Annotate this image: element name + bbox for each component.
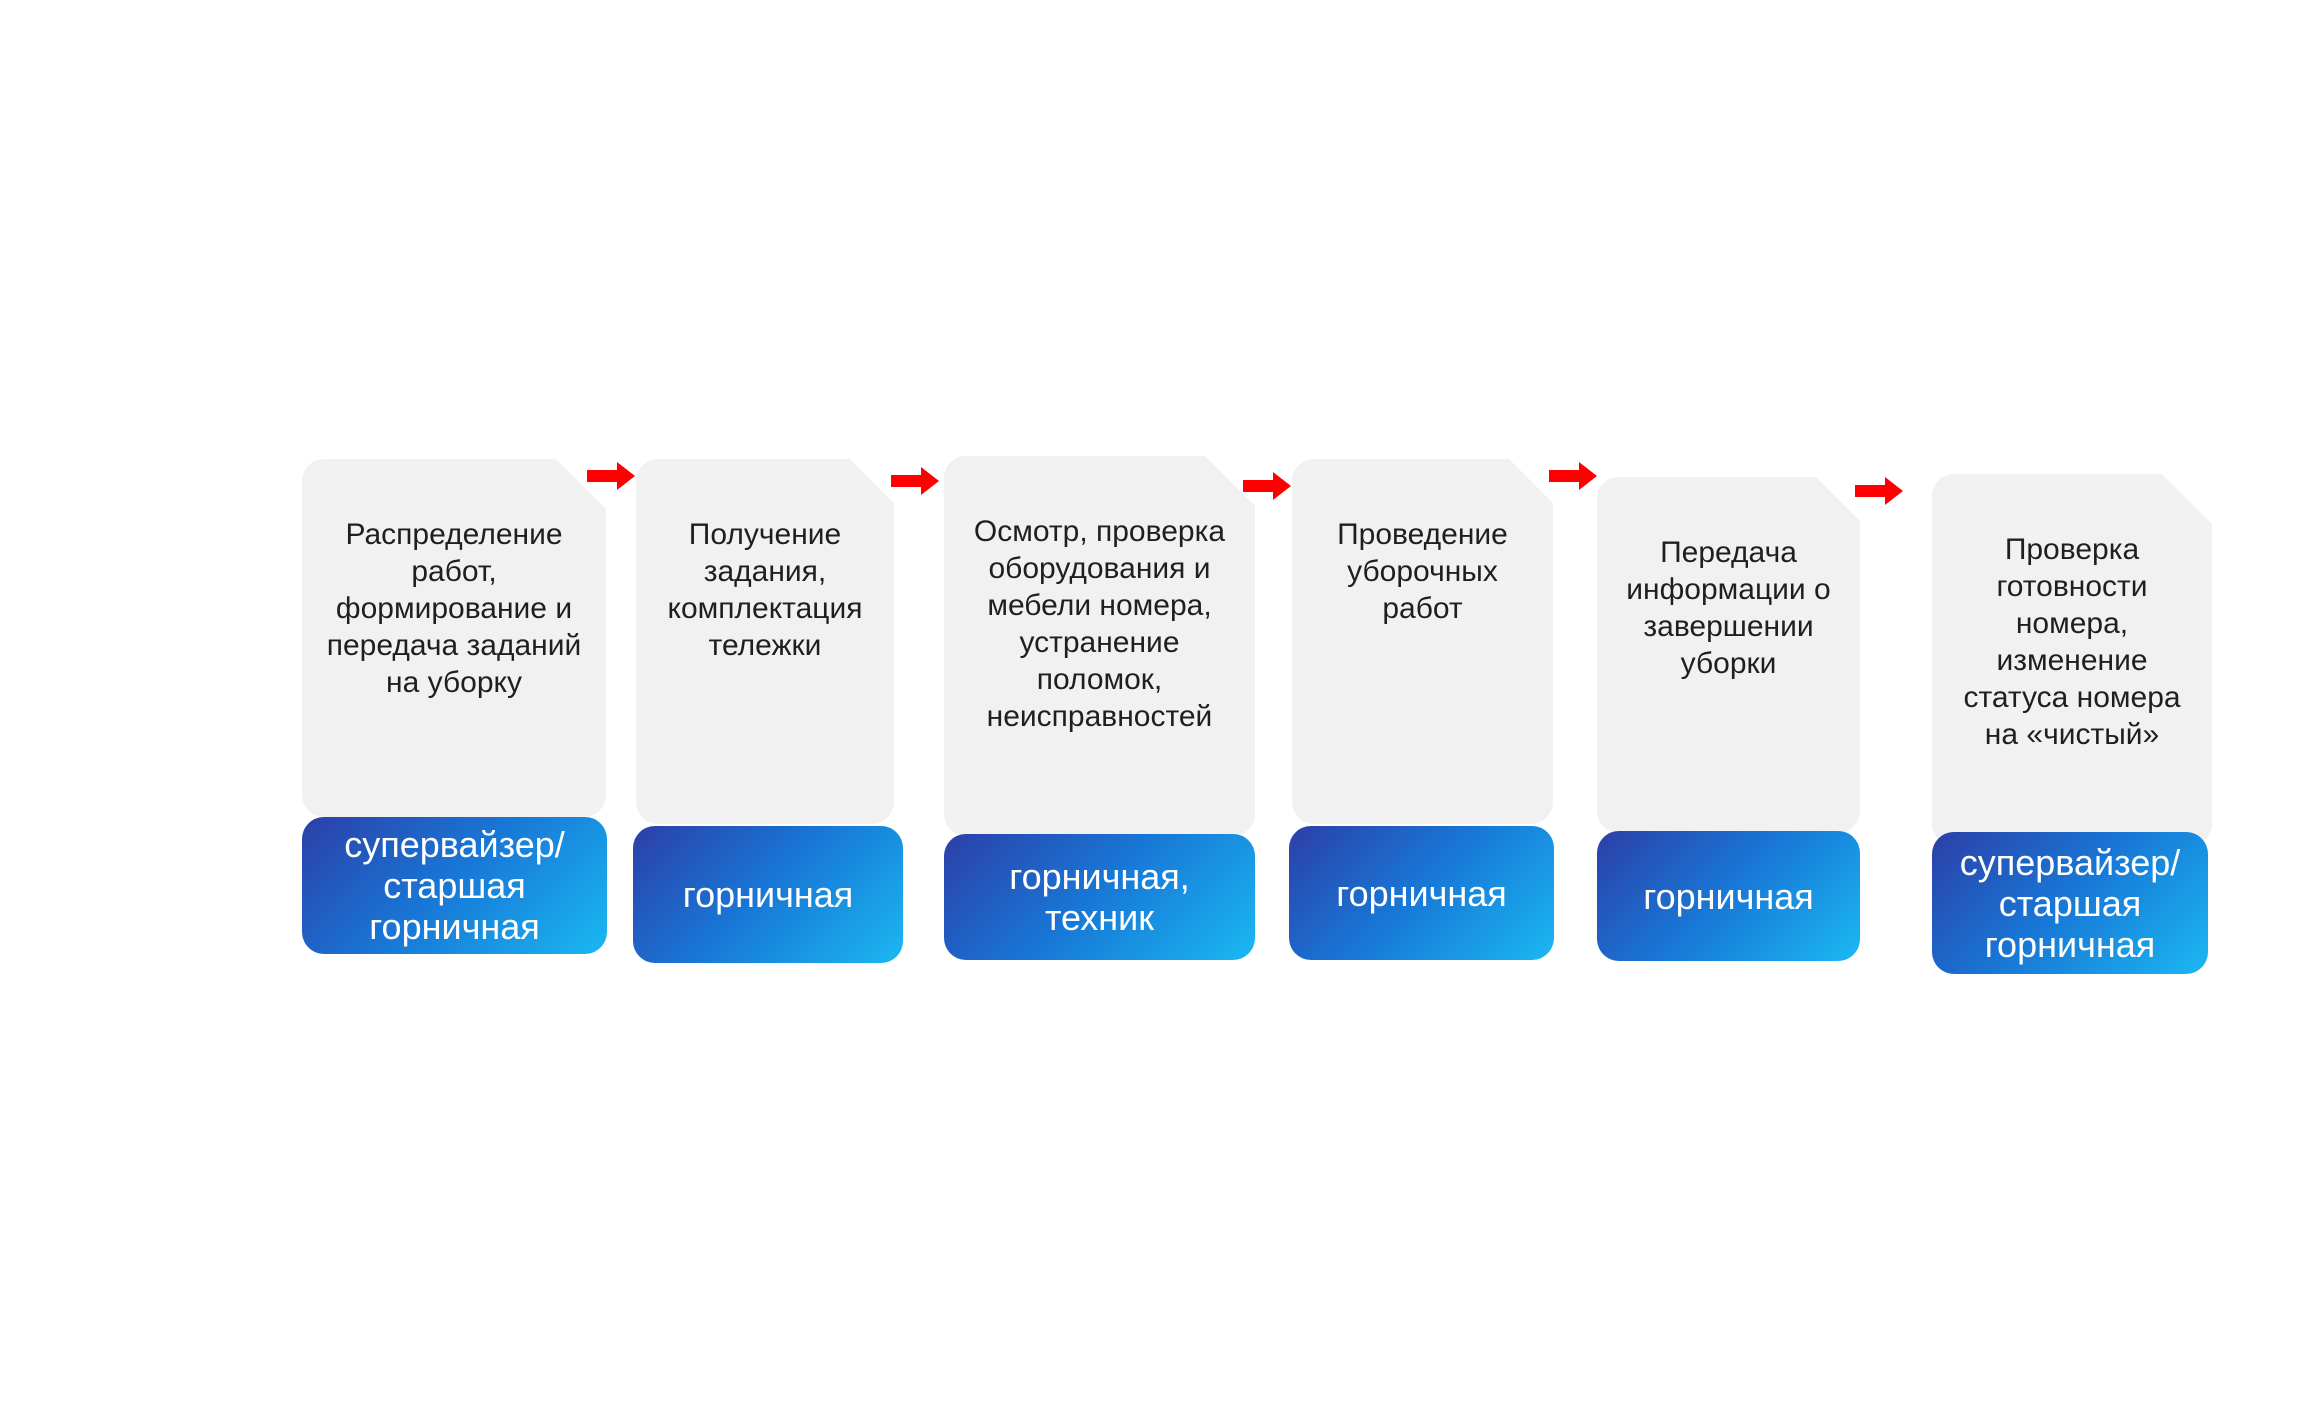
step-card-6: Проверка готовности номера, изменение ст…: [1932, 474, 2212, 846]
folded-corner-icon: [850, 459, 894, 503]
folded-corner-icon: [1816, 477, 1860, 521]
step-text-5: Передача информации о завершении уборки: [1626, 536, 1831, 680]
step-card-2: Получение задания, комплектация тележки: [636, 459, 894, 824]
step-card-3: Осмотр, проверка оборудования и мебели н…: [944, 456, 1255, 836]
right-arrow-icon: [1243, 472, 1291, 500]
role-label-4: горничная: [1336, 872, 1507, 914]
right-arrow-icon: [891, 467, 939, 495]
step-text-2: Получение задания, комплектация тележки: [667, 518, 863, 662]
right-arrow-icon: [1549, 462, 1597, 490]
folded-corner-icon: [1205, 456, 1255, 506]
right-arrow-icon: [587, 462, 635, 490]
right-arrow-icon: [1855, 477, 1903, 505]
step-text-4: Проведение уборочных работ: [1337, 518, 1508, 625]
role-badge-4: горничная: [1289, 826, 1554, 960]
role-label-5: горничная: [1643, 875, 1814, 917]
role-label-6: супервайзер/ старшая горничная: [1959, 841, 2181, 965]
folded-corner-icon: [2162, 474, 2212, 524]
step-card-5: Передача информации о завершении уборки: [1597, 477, 1860, 833]
role-label-2: горничная: [682, 874, 854, 915]
step-card-1: Распределение работ, формирование и пере…: [302, 459, 606, 817]
step-card-4: Проведение уборочных работ: [1292, 459, 1553, 824]
step-text-3: Осмотр, проверка оборудования и мебели н…: [973, 515, 1226, 733]
step-text-1: Распределение работ, формирование и пере…: [326, 518, 582, 699]
role-label-3: горничная, техник: [1009, 856, 1190, 938]
role-badge-6: супервайзер/ старшая горничная: [1932, 832, 2208, 974]
role-badge-3: горничная, техник: [944, 834, 1255, 960]
role-badge-5: горничная: [1597, 831, 1860, 961]
role-badge-1: супервайзер/ старшая горничная: [302, 817, 607, 954]
role-label-1: супервайзер/ старшая горничная: [344, 824, 565, 947]
step-text-6: Проверка готовности номера, изменение ст…: [1963, 533, 2181, 751]
folded-corner-icon: [1509, 459, 1553, 503]
role-badge-2: горничная: [633, 826, 903, 963]
